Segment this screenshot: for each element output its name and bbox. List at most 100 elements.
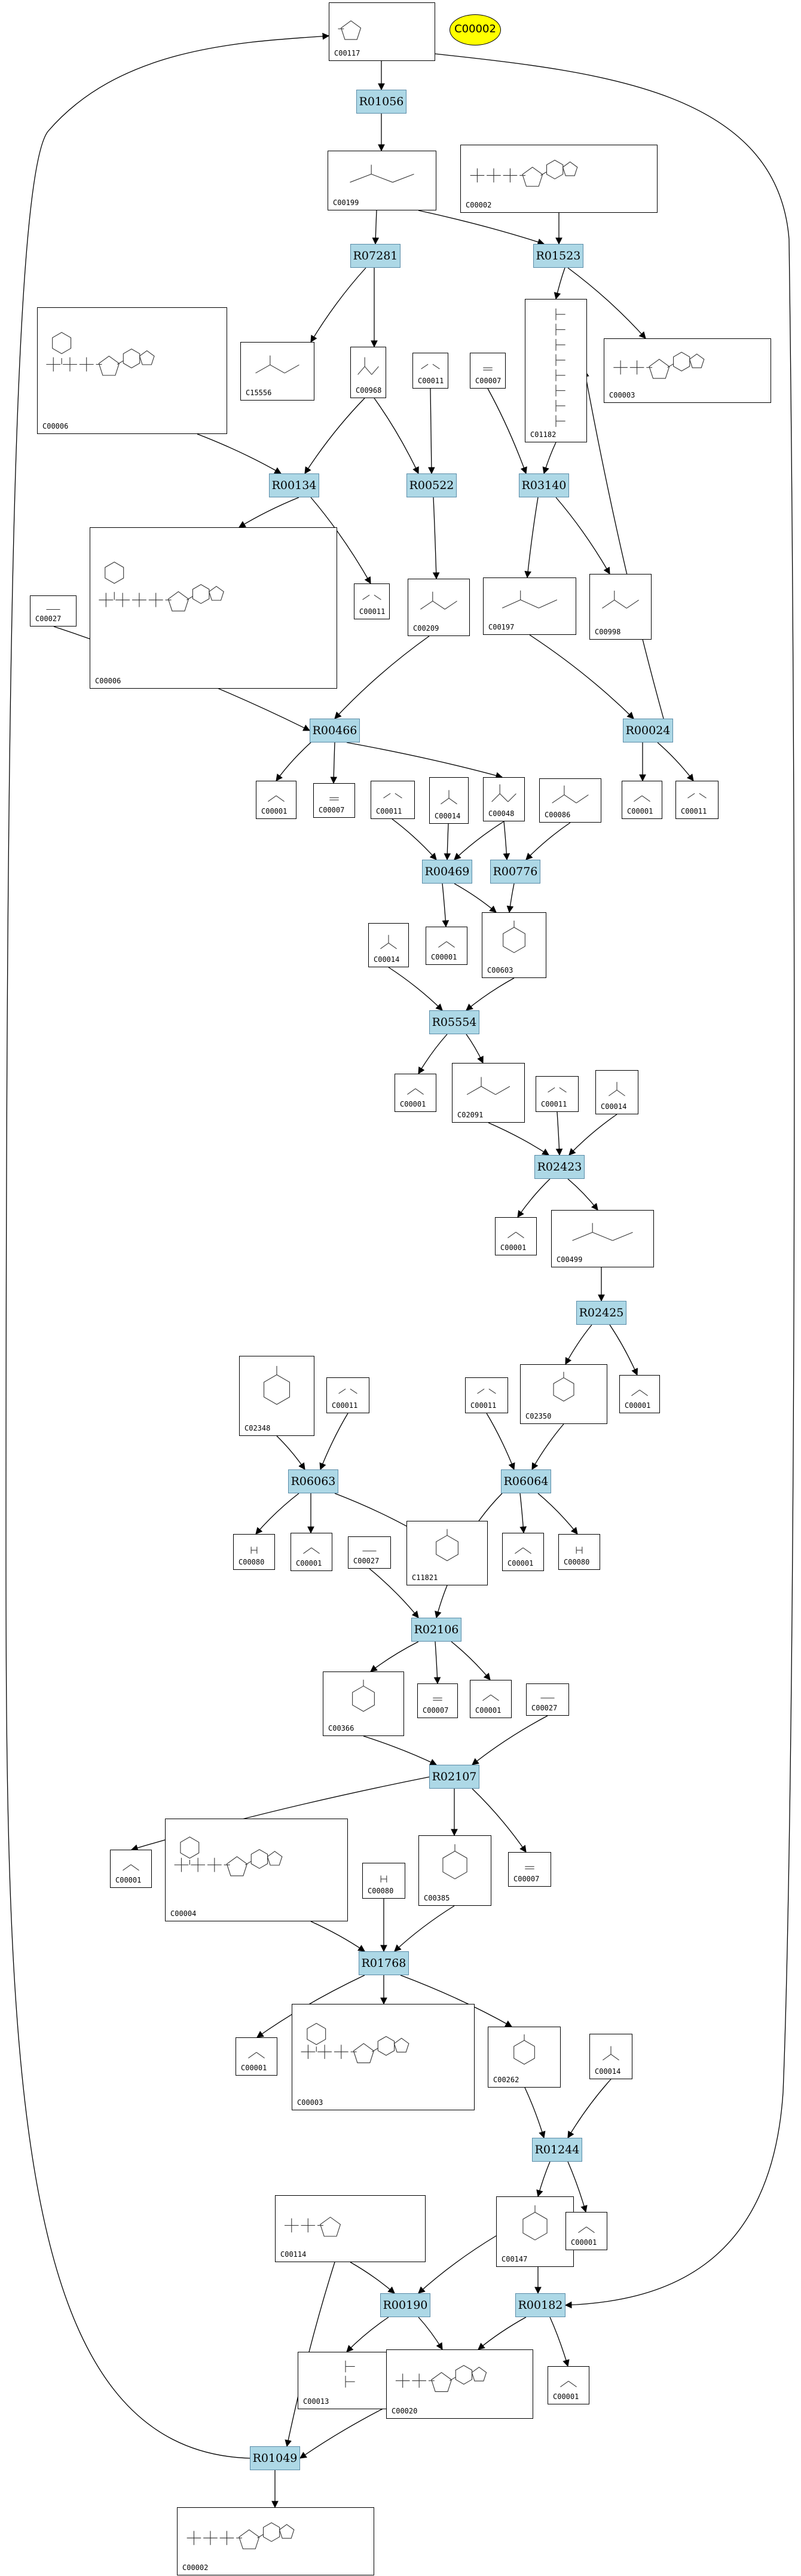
compound-node[interactable]: C00006 [90, 527, 337, 689]
compound-node[interactable]: C00011 [675, 781, 719, 819]
compound-node[interactable]: C00080 [362, 1863, 405, 1899]
structure-drawing [483, 367, 493, 371]
compound-node[interactable]: C00011 [536, 1076, 579, 1112]
reaction-node[interactable]: R00776 [490, 860, 540, 884]
compound-node[interactable]: C00001 [495, 1217, 537, 1255]
reaction-node[interactable]: R00134 [269, 473, 319, 497]
structure-drawing [338, 20, 362, 40]
compound-node[interactable]: C00011 [371, 781, 415, 819]
reaction-node[interactable]: R06063 [288, 1469, 338, 1493]
compound-node[interactable]: C00086 [539, 778, 601, 823]
compound-node[interactable]: C00003 [292, 2004, 475, 2110]
compound-node[interactable]: C00011 [465, 1377, 508, 1413]
compound-node[interactable]: C00998 [589, 574, 652, 640]
compound-node[interactable]: C00011 [412, 353, 448, 389]
edge-arrow [657, 742, 694, 781]
compound-node[interactable]: C00147 [496, 2196, 574, 2267]
compound-node[interactable]: C00199 [328, 151, 436, 210]
compound-node[interactable]: C15556 [240, 342, 314, 401]
compound-node[interactable]: C00117 [329, 2, 435, 61]
compound-id: C00499 [557, 1255, 583, 1264]
compound-node[interactable]: C00004 [165, 1819, 348, 1921]
compound-node[interactable]: C00011 [326, 1377, 369, 1413]
structure-drawing [602, 591, 639, 609]
compound-node[interactable]: C00002 [177, 2507, 374, 2575]
compound-node[interactable]: C00027 [30, 595, 77, 627]
compound-node[interactable]: C00006 [37, 307, 227, 434]
edge-arrow [554, 267, 565, 300]
compound-node[interactable]: C00014 [429, 777, 469, 824]
compound-node[interactable]: C00014 [589, 2034, 632, 2079]
reaction-node[interactable]: R01244 [532, 2138, 582, 2162]
compound-node[interactable]: C00262 [488, 2027, 561, 2088]
reaction-node[interactable]: R00182 [515, 2293, 565, 2317]
compound-id: C00011 [332, 1401, 358, 1410]
reaction-node[interactable]: R07281 [350, 244, 400, 268]
compound-node[interactable]: C00080 [558, 1534, 600, 1570]
compound-node[interactable]: C00014 [595, 1070, 638, 1114]
compound-node[interactable]: C00001 [110, 1850, 152, 1888]
compound-node[interactable]: C00007 [313, 783, 355, 818]
reaction-node[interactable]: R02425 [576, 1301, 626, 1325]
compound-node[interactable]: C01182 [525, 299, 587, 442]
reaction-node[interactable]: R03140 [519, 473, 569, 497]
compound-node[interactable]: C00197 [483, 577, 576, 635]
compound-node[interactable]: C00003 [604, 338, 771, 403]
compound-node[interactable]: C00001 [236, 2037, 277, 2076]
compound-node[interactable]: C00001 [291, 1533, 332, 1571]
reaction-node[interactable]: R01056 [356, 90, 406, 114]
reaction-node[interactable]: R05554 [429, 1010, 479, 1034]
compound-node[interactable]: C00002 [460, 145, 658, 213]
compound-node[interactable]: C00209 [408, 579, 470, 636]
compound-node[interactable]: C00114 [275, 2195, 426, 2262]
compound-node[interactable]: C00007 [470, 353, 506, 389]
compound-node[interactable]: C00013 [298, 2352, 393, 2409]
structure-drawing [470, 160, 578, 187]
compound-node[interactable]: C00968 [350, 347, 386, 398]
compound-node[interactable]: C00011 [354, 583, 390, 619]
compound-node[interactable]: C00001 [502, 1533, 544, 1571]
reaction-node[interactable]: R00190 [380, 2293, 430, 2317]
reaction-node[interactable]: R00466 [310, 719, 360, 742]
compound-id: C00001 [507, 1559, 534, 1567]
compound-node[interactable]: C00001 [619, 1375, 660, 1413]
reaction-node[interactable]: R01049 [250, 2446, 300, 2470]
compound-node[interactable]: C00001 [548, 2366, 589, 2404]
compound-node[interactable]: C00001 [565, 2212, 607, 2250]
compound-node[interactable]: C00001 [426, 927, 467, 965]
reaction-node[interactable]: R06064 [501, 1469, 551, 1493]
edge-arrow [350, 2262, 395, 2294]
compound-node[interactable]: C00001 [622, 781, 662, 819]
compound-node[interactable]: C00048 [483, 777, 525, 821]
compound-node[interactable]: C00001 [470, 1680, 512, 1718]
reaction-node[interactable]: R00024 [623, 719, 673, 742]
start-node-atp[interactable]: C00002 [450, 14, 501, 45]
reaction-node[interactable]: R00469 [422, 860, 472, 884]
compound-node[interactable]: C00080 [233, 1534, 275, 1570]
compound-node[interactable]: C00385 [418, 1835, 491, 1906]
compound-node[interactable]: C00020 [386, 2349, 533, 2419]
reaction-node[interactable]: R02107 [429, 1765, 479, 1789]
reaction-node[interactable]: R01768 [359, 1951, 409, 1975]
compound-node[interactable]: C00001 [395, 1074, 436, 1112]
reaction-node[interactable]: R00522 [406, 473, 457, 497]
compound-node[interactable]: C00603 [482, 912, 546, 978]
reaction-node[interactable]: R02106 [411, 1618, 461, 1642]
compound-node[interactable]: C02348 [239, 1356, 314, 1436]
compound-node[interactable]: C00014 [368, 923, 409, 967]
compound-node[interactable]: C00027 [348, 1536, 391, 1569]
reaction-node[interactable]: R01523 [533, 244, 583, 268]
compound-node[interactable]: C00366 [323, 1672, 404, 1736]
compound-node[interactable]: C00499 [551, 1210, 654, 1267]
compound-id: C00004 [170, 1909, 197, 1918]
structure-drawing [507, 1232, 524, 1239]
compound-node[interactable]: C00007 [508, 1852, 551, 1887]
reaction-node[interactable]: R02423 [534, 1155, 585, 1179]
compound-node[interactable]: C11821 [406, 1521, 488, 1585]
edge-arrow [334, 635, 430, 719]
compound-node[interactable]: C00007 [417, 1683, 458, 1718]
compound-node[interactable]: C02350 [520, 1364, 607, 1424]
compound-node[interactable]: C02091 [452, 1063, 525, 1123]
compound-node[interactable]: C00001 [256, 781, 296, 819]
compound-node[interactable]: C00027 [526, 1683, 569, 1716]
